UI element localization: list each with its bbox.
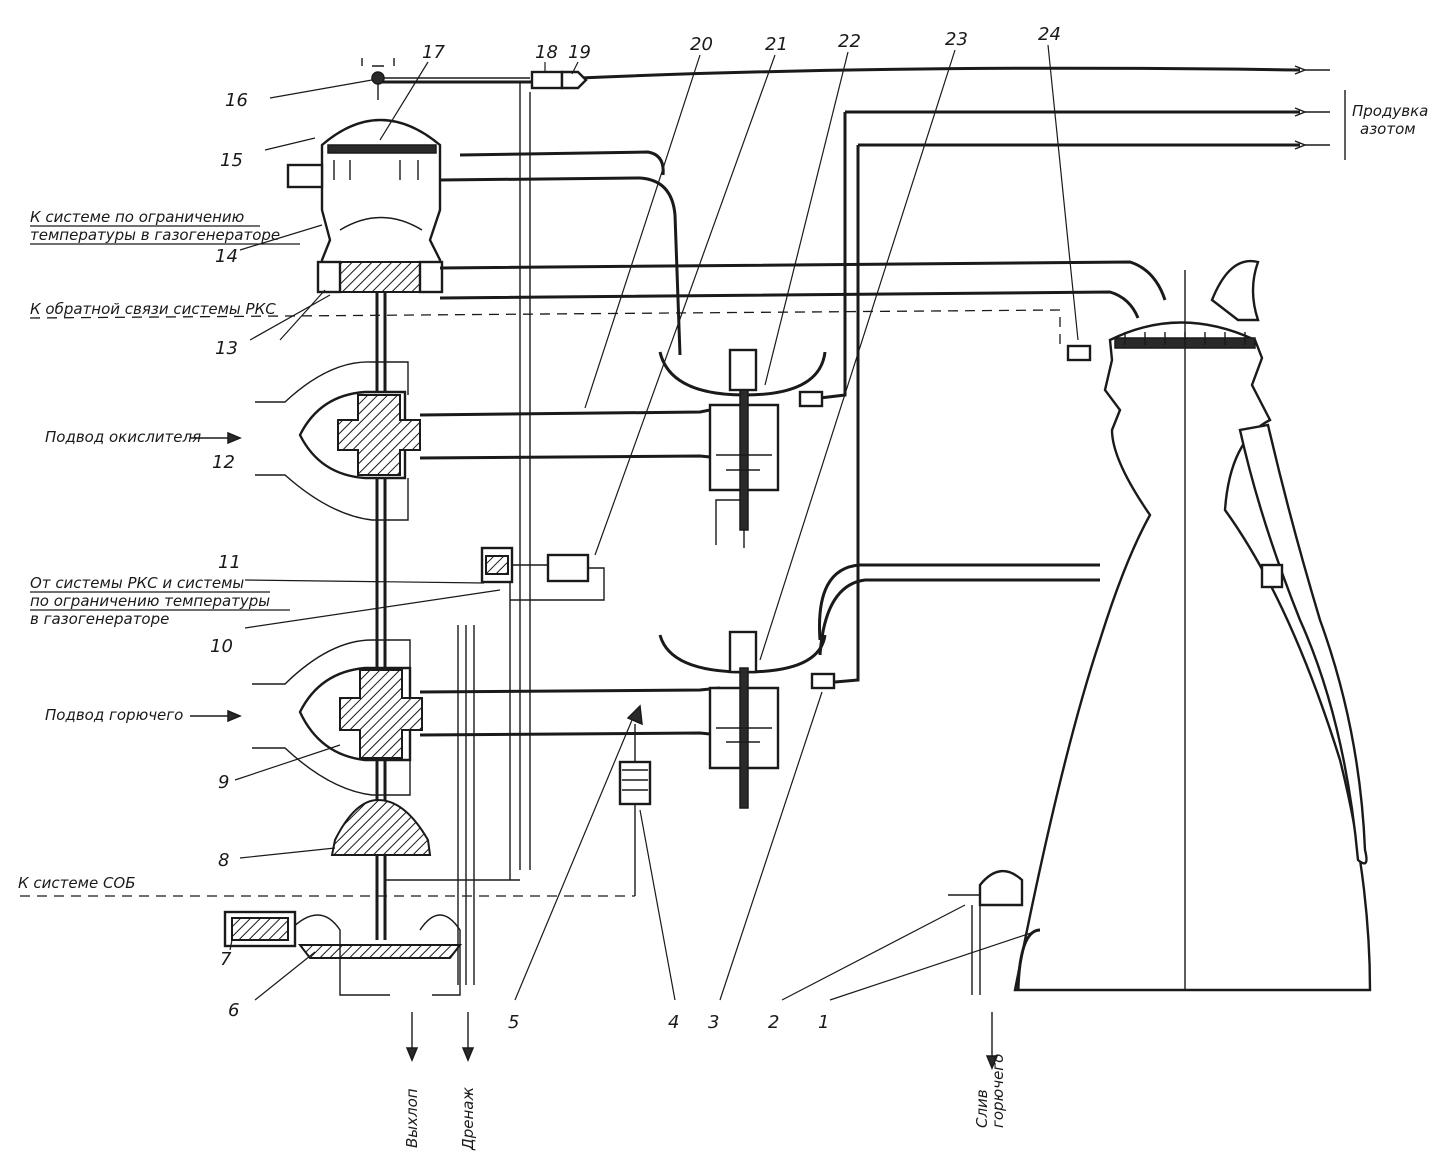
- caption-fuel-feed: Подвод горючего: [45, 706, 183, 724]
- caption-from-rks-line1: От системы РКС и системы: [30, 574, 244, 592]
- nitrogen-purge-lines: [378, 65, 1346, 684]
- label-22: 22: [838, 31, 861, 52]
- ignition-valve-2: [948, 870, 1024, 995]
- gg-hot-gas-line: [439, 150, 682, 356]
- caption-labels: К системе по ограничению температуры в г…: [18, 102, 1428, 1151]
- label-6: 6: [228, 1000, 239, 1021]
- label-24: 24: [1038, 24, 1061, 45]
- regulator: [480, 546, 605, 601]
- label-11: 11: [218, 552, 241, 573]
- oxidizer-pump: [255, 361, 721, 521]
- caption-nitrogen-purge-line1: Продувка: [1352, 102, 1428, 120]
- label-2: 2: [768, 1012, 779, 1033]
- label-21: 21: [765, 34, 788, 55]
- caption-sob-system: К системе СОБ: [18, 874, 136, 892]
- drain-lines: [385, 82, 531, 985]
- label-15: 15: [220, 150, 243, 171]
- turbine: [316, 260, 1167, 319]
- control-links: [20, 309, 1061, 897]
- caption-fuel-dump-line1: Слив: [973, 1089, 991, 1128]
- label-8: 8: [218, 850, 229, 871]
- oxidizer-main-valve: [658, 348, 827, 548]
- outlet-arrows: [190, 431, 999, 1070]
- starter-turbine: [289, 914, 463, 996]
- filter-19: [560, 70, 588, 90]
- caption-from-rks-line2: по ограничению температуры: [30, 592, 270, 610]
- caption-oxidizer-feed: Подвод окислителя: [45, 428, 201, 446]
- label-20: 20: [690, 34, 713, 55]
- caption-gg-temp-line2: температуры в газогенераторе: [30, 226, 280, 244]
- gas-generator: [286, 58, 442, 287]
- pyro-starter-7: [223, 910, 297, 948]
- booster-pump: [330, 798, 432, 856]
- fuel-pump: [252, 639, 721, 796]
- caption-fuel-dump-line2: горючего: [989, 1054, 1007, 1128]
- label-12: 12: [212, 452, 235, 473]
- label-14: 14: [215, 246, 238, 267]
- label-17: 17: [422, 42, 445, 63]
- label-1: 1: [818, 1012, 829, 1033]
- caption-nitrogen-purge-line2: азотом: [1360, 120, 1416, 138]
- number-labels: 1 2 3 4 5 6 7 8 9 10 11 12 13 14 15 16 1…: [210, 24, 1061, 1033]
- caption-exhaust: Выхлоп: [403, 1088, 421, 1148]
- check-valve-18: [530, 70, 564, 90]
- label-9: 9: [218, 772, 229, 793]
- caption-from-rks-line3: в газогенераторе: [30, 610, 169, 628]
- label-18: 18: [535, 42, 558, 63]
- label-19: 19: [568, 42, 591, 63]
- label-4: 4: [668, 1012, 679, 1033]
- caption-rks-feedback: К обратной связи системы РКС: [30, 300, 276, 318]
- label-7: 7: [220, 949, 232, 970]
- label-3: 3: [708, 1012, 719, 1033]
- label-16: 16: [225, 90, 248, 111]
- label-23: 23: [945, 29, 968, 50]
- leader-lines: [229, 44, 1079, 1001]
- sob-regulator: [618, 704, 652, 896]
- caption-drain: Дренаж: [459, 1087, 477, 1151]
- label-13: 13: [215, 338, 238, 359]
- combustion-chamber: [1013, 259, 1372, 992]
- label-5: 5: [508, 1012, 519, 1033]
- label-10: 10: [210, 636, 233, 657]
- caption-gg-temp-line1: К системе по ограничению: [30, 208, 244, 226]
- fuel-main-valve: [658, 563, 1100, 809]
